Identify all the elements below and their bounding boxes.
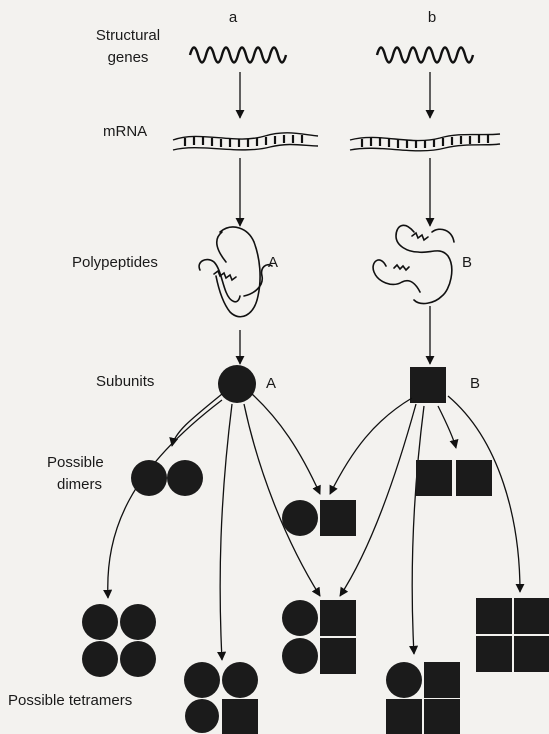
polypeptide-b-letter: B	[462, 254, 472, 271]
tetramer-ab3	[386, 662, 460, 734]
mrna-b	[350, 134, 500, 151]
structural-genes-label-line2: genes	[108, 49, 149, 66]
tetramer-b4	[476, 598, 549, 672]
gene-b-letter: b	[428, 9, 436, 26]
gene-b-wave	[377, 48, 473, 63]
gene-a-letter: a	[229, 9, 238, 26]
polypeptide-a	[199, 227, 272, 317]
subunit-a-letter: A	[266, 375, 276, 392]
dimer-ab	[282, 500, 356, 536]
possible-dimers-label-line1: Possible	[47, 454, 104, 471]
tetramer-a3b	[184, 662, 258, 734]
dimer-aa	[131, 460, 203, 496]
subunit-b	[410, 367, 446, 403]
polypeptides-label: Polypeptides	[72, 254, 158, 271]
dimer-bb	[416, 460, 492, 496]
polypeptide-b	[373, 225, 454, 303]
possible-tetramers-label: Possible tetramers	[8, 692, 132, 709]
tetramer-a2b2	[282, 600, 356, 674]
possible-dimers-label-line2: dimers	[57, 476, 102, 493]
subunits-label: Subunits	[96, 373, 154, 390]
mrna-a	[173, 133, 318, 150]
gene-a-wave	[190, 48, 286, 63]
mrna-label: mRNA	[103, 123, 147, 140]
structural-genes-label-line1: Structural	[96, 27, 160, 44]
tetramer-a4	[82, 604, 156, 677]
subunit-b-letter: B	[470, 375, 480, 392]
polypeptide-a-letter: A	[268, 254, 278, 271]
subunit-a	[218, 365, 256, 403]
